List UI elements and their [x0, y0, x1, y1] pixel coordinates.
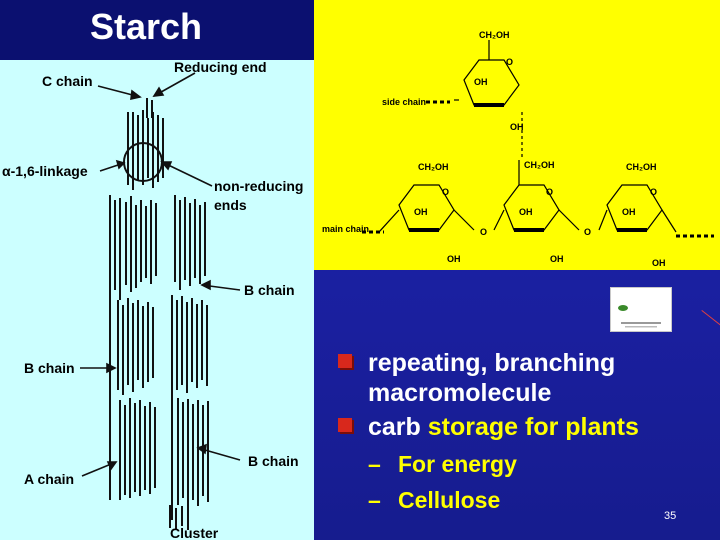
- c-chain-label: C chain: [42, 73, 93, 89]
- ch2oh-2: CH₂OH: [524, 160, 555, 170]
- reducing-end-label: Reducing end: [174, 60, 267, 75]
- glucose-rings: [378, 40, 677, 233]
- bullet-text-1: repeating, branching macromolecule: [368, 349, 616, 407]
- ch2oh-top: CH₂OH: [479, 30, 510, 40]
- glucose-structure-svg: side chain main chain CH₂OH O OH OH CH₂O…: [322, 30, 714, 268]
- bullet-marker-icon: [338, 418, 352, 432]
- ends-label: ends: [214, 197, 247, 213]
- ring-o-3: O: [650, 187, 657, 197]
- oh-2: OH: [519, 207, 533, 217]
- b-chain-right-label: B chain: [244, 282, 295, 298]
- a-chain-label: A chain: [24, 471, 74, 487]
- sub-bullet-item: –For energy: [338, 446, 698, 482]
- oh-1-bottom: OH: [447, 254, 461, 264]
- sub-bullet-item: –Cellulose: [338, 482, 698, 518]
- ch2oh-3: CH₂OH: [626, 162, 657, 172]
- oh-3-bottom: OH: [652, 258, 666, 268]
- cluster-label: Cluster: [170, 525, 219, 540]
- link-o-2: O: [584, 227, 591, 237]
- sub-bullet-text-2: Cellulose: [398, 487, 501, 513]
- label-arrows: [80, 72, 241, 477]
- bullet-item: carb storage for plants: [338, 412, 698, 442]
- ch2oh-1: CH₂OH: [418, 162, 449, 172]
- thumbnail-image: [610, 287, 672, 332]
- ring-o-2: O: [546, 187, 553, 197]
- oh-top-bottom: OH: [510, 122, 524, 132]
- bullet-list: repeating, branching macromolecule carb …: [338, 348, 698, 518]
- link-o-1: O: [480, 227, 487, 237]
- dash-marker: –: [368, 451, 381, 477]
- main-chain-label: main chain: [322, 224, 369, 234]
- oh-1: OH: [414, 207, 428, 217]
- bullet-item: repeating, branching macromolecule: [338, 348, 698, 408]
- glucose-structure-panel: side chain main chain CH₂OH O OH OH CH₂O…: [314, 0, 720, 270]
- side-chain-label: side chain: [382, 97, 426, 107]
- cluster-diagram-svg: C chain Reducing end α-1,6-linkage non-r…: [2, 60, 303, 540]
- thumbnail-logo: [618, 305, 661, 328]
- chain-ellipsis: [362, 100, 714, 238]
- sub-bullet-text-1: For energy: [398, 451, 517, 477]
- ring-o-1: O: [442, 187, 449, 197]
- dash-marker: –: [368, 487, 381, 513]
- page-number: 35: [664, 510, 677, 522]
- alpha-linkage-label: α-1,6-linkage: [2, 163, 88, 179]
- non-reducing-label: non-reducing: [214, 178, 303, 194]
- title-bar: Starch: [0, 0, 314, 60]
- b-chain-lower-label: B chain: [248, 453, 299, 469]
- slide-title: Starch: [90, 6, 203, 47]
- oh-3: OH: [622, 207, 636, 217]
- bullet-text-2-highlight: storage for plants: [427, 413, 639, 441]
- oh-top-left: OH: [474, 77, 488, 87]
- bullet-marker-icon: [338, 354, 352, 368]
- ring-o-top: O: [506, 57, 513, 67]
- b-chain-left-label: B chain: [24, 360, 75, 376]
- amylopectin-diagram: C chain Reducing end α-1,6-linkage non-r…: [0, 60, 314, 540]
- bullet-text-2-lead: carb: [368, 413, 428, 441]
- oh-2-bottom: OH: [550, 254, 564, 264]
- chain-strands: [109, 98, 209, 530]
